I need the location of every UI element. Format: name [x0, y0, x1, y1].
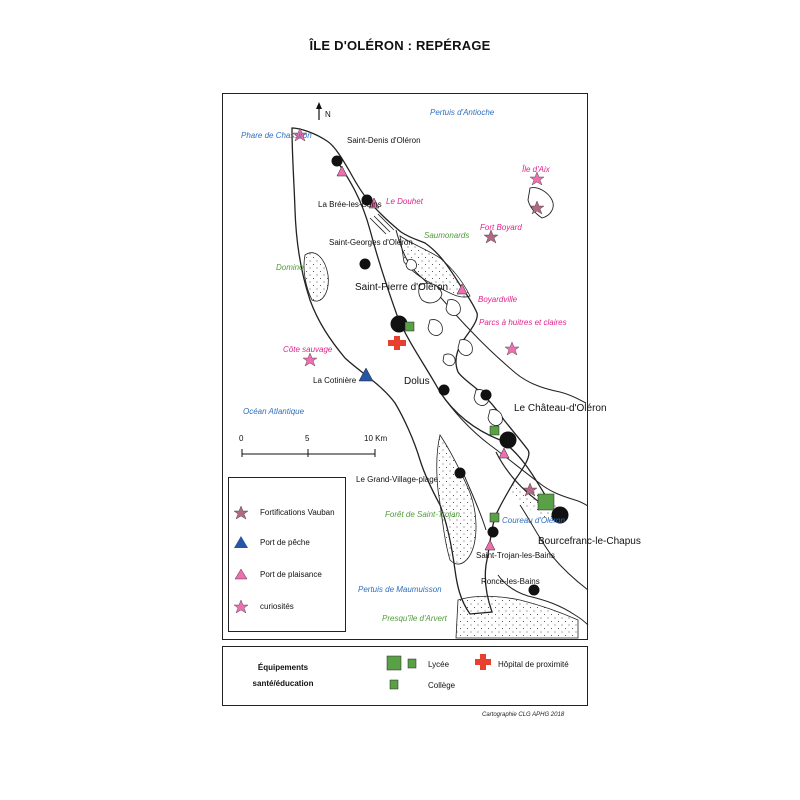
equip-college-icon — [389, 679, 399, 690]
label-ile-aix: Île d'Aix — [522, 165, 551, 174]
label-coureau: Coureau d'Oléron — [502, 516, 565, 525]
port-plaisance-saint-denis — [336, 165, 348, 177]
mainland-coast-3 — [519, 504, 589, 591]
pier-lines — [369, 213, 395, 235]
legend: Fortifications Vauban Port de pêche Port… — [228, 477, 346, 632]
star-ile-aix — [529, 171, 545, 186]
credit: Cartographie CLG APHG 2018 — [482, 712, 565, 718]
saumonards-dunes — [399, 235, 471, 298]
port-peche-cotiniere — [358, 367, 374, 382]
label-ronce: Ronce-les-Bains — [481, 577, 540, 586]
town-dot-la-bree — [361, 194, 373, 206]
legend-label-2: Port de plaisance — [260, 570, 322, 579]
label-saint-georges: Saint-Georges d'Oléron — [329, 238, 413, 247]
lycee-marker-bourcefranc — [537, 493, 555, 511]
town-dot-grand-village — [454, 467, 466, 479]
legend-fort-icon — [233, 505, 249, 520]
equip-title-1: Équipements — [258, 663, 309, 672]
star-cote-sauvage — [302, 352, 318, 367]
scale-tick-10: 10 Km — [364, 434, 387, 443]
label-parcs: Parcs à huitres et claires — [479, 318, 567, 327]
label-ocean: Océan Atlantique — [243, 407, 305, 416]
label-domino: Domino — [276, 263, 304, 272]
north-arrow: N — [316, 102, 331, 120]
label-grand-village: Le Grand-Village-plage — [356, 475, 439, 484]
label-pertuis-antioche: Pertuis d'Antioche — [430, 108, 495, 117]
college-marker-chateau — [489, 425, 500, 436]
college-marker-saint-trojan — [489, 512, 500, 523]
label-la-cotiniere: La Cotinière — [313, 376, 357, 385]
star-markers — [292, 127, 545, 497]
label-chateau: Le Château-d'Oléron — [514, 403, 607, 414]
hospital-cross-saint-pierre — [388, 336, 406, 350]
star-parcs — [504, 341, 520, 356]
mainland-coast-4 — [497, 574, 589, 626]
label-cote-sauvage: Côte sauvage — [283, 345, 333, 354]
label-phare-chassiron: Phare de Chassiron — [241, 131, 312, 140]
mainland-coast-2 — [439, 391, 589, 507]
scale-bar: 0 5 10 Km — [239, 434, 387, 457]
label-dolus: Dolus — [404, 376, 430, 387]
star-bourcefranc-fort — [522, 482, 538, 497]
arvert-dunes — [455, 595, 579, 639]
label-saint-pierre: Saint-Pierre d'Oléron — [355, 282, 448, 293]
label-la-bree: La Brée-les-Bains — [318, 200, 382, 209]
town-dot-saint-denis — [331, 155, 343, 167]
port-plaisance-saint-trojan — [484, 539, 496, 551]
coast-marsh-dots — [510, 480, 560, 522]
town-dot-bourcefranc — [551, 506, 569, 524]
port-markers — [336, 165, 510, 551]
foret-saint-trojan — [436, 434, 477, 565]
equip-hospital-icon — [475, 654, 491, 670]
equip-college-label: Collège — [428, 681, 456, 690]
legend-port-plaisance-icon — [234, 568, 248, 580]
legend-label-0: Fortifications Vauban — [260, 508, 335, 517]
equip-lycee-label: Lycée — [428, 660, 450, 669]
label-fort-boyard: Fort Boyard — [480, 223, 522, 232]
north-label: N — [325, 110, 331, 119]
label-saint-trojan: Saint-Trojan-les-Bains — [476, 551, 555, 560]
label-bourcefranc: Bourcefranc-le-Chapus — [538, 536, 641, 547]
town-dot-boyardville-area — [480, 389, 492, 401]
town-dot-saint-georges — [359, 258, 371, 270]
page-title: ÎLE D'OLÉRON : REPÉRAGE — [309, 38, 491, 53]
label-saint-denis: Saint-Denis d'Oléron — [347, 136, 421, 145]
equipment-markers — [388, 321, 555, 523]
equip-lycee-small-icon — [407, 658, 417, 669]
label-pertuis-maumuisson: Pertuis de Maumuisson — [358, 585, 442, 594]
scale-tick-0: 0 — [239, 434, 244, 443]
town-markers — [331, 155, 569, 596]
town-dot-chateau — [499, 431, 517, 449]
legend-label-1: Port de pêche — [260, 538, 310, 547]
port-plaisance-chateau — [498, 447, 510, 459]
equip-hospital-label: Hôpital de proximité — [498, 660, 569, 669]
star-fort-boyard — [483, 229, 499, 244]
legend-port-peche-icon — [234, 536, 248, 548]
label-boyardville: Boyardville — [478, 295, 518, 304]
town-dot-saint-pierre — [390, 315, 408, 333]
label-le-douhet: Le Douhet — [386, 197, 424, 206]
ile-aix-shape — [527, 187, 554, 219]
legend-curiosite-icon — [233, 599, 249, 614]
label-presquile: Presqu'île d'Arvert — [382, 614, 448, 623]
equipment-legend: Équipements santé/éducation Lycée Collèg… — [222, 646, 588, 706]
star-chassiron — [292, 127, 308, 142]
equip-title-2: santé/éducation — [253, 679, 314, 688]
port-plaisance-boyardville — [456, 283, 468, 295]
label-foret: Forêt de Saint-Trojan — [385, 510, 461, 519]
town-dot-dolus — [438, 384, 450, 396]
town-dot-ronce — [528, 584, 540, 596]
scale-tick-5: 5 — [305, 434, 310, 443]
legend-label-3: curiosités — [260, 602, 294, 611]
map-frame — [222, 93, 588, 640]
town-dot-saint-trojan — [487, 526, 499, 538]
domino-dunes — [303, 252, 329, 302]
star-fort-aix — [529, 200, 545, 215]
port-plaisance-douhet — [368, 197, 380, 209]
equip-lycee-big-icon — [386, 655, 402, 671]
college-marker-saint-pierre — [404, 321, 415, 332]
label-saumonards: Saumonards — [424, 231, 469, 240]
